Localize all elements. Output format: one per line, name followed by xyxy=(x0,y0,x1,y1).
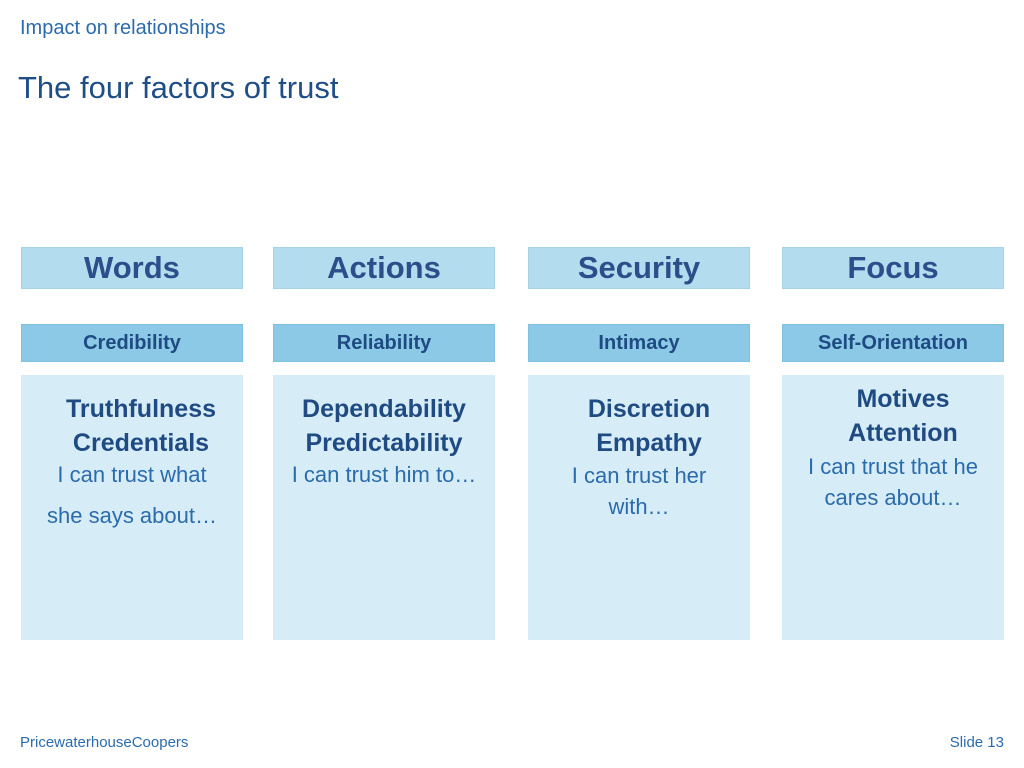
factor-label-intimacy: Intimacy xyxy=(528,324,750,362)
statement-line: I can trust her xyxy=(571,463,707,488)
column-body-security: Discretion Empathy I can trust her with… xyxy=(528,375,750,640)
qualities-list: Truthfulness Credentials xyxy=(30,392,252,460)
category-header-security: Security xyxy=(528,247,750,289)
column-body-words: Truthfulness Credentials I can trust wha… xyxy=(21,375,243,640)
trust-statement: I can trust that he cares about… xyxy=(782,451,1004,513)
statement-line: I can trust what xyxy=(57,462,207,487)
quality-item: Attention xyxy=(848,419,958,447)
category-header-words: Words xyxy=(21,247,243,289)
category-header-focus: Focus xyxy=(782,247,1004,289)
trust-statement: I can trust what she says about… xyxy=(21,460,243,536)
quality-item: Credentials xyxy=(72,429,210,457)
statement-line: with… xyxy=(608,494,670,519)
factor-label-self-orientation: Self-Orientation xyxy=(782,324,1004,362)
quality-item: Motives xyxy=(856,385,950,413)
statement-line: she says about… xyxy=(47,503,217,528)
factor-label-reliability: Reliability xyxy=(273,324,495,362)
quality-item: Dependability xyxy=(302,395,466,423)
category-header-actions: Actions xyxy=(273,247,495,289)
qualities-list: Dependability Predictability xyxy=(273,392,495,460)
qualities-list: Discretion Empathy xyxy=(538,392,760,460)
qualities-list: Motives Attention xyxy=(792,382,1014,450)
quality-item: Predictability xyxy=(305,429,463,457)
slide-title: The four factors of trust xyxy=(18,70,339,105)
trust-statement: I can trust him to… xyxy=(273,460,495,490)
quality-item: Truthfulness xyxy=(65,395,216,423)
column-body-focus: Motives Attention I can trust that he ca… xyxy=(782,375,1004,640)
slide-number: Slide 13 xyxy=(949,734,1004,751)
company-name: PricewaterhouseCoopers xyxy=(20,734,189,751)
factor-label-credibility: Credibility xyxy=(21,324,243,362)
statement-line: I can trust that he xyxy=(808,454,978,479)
section-label: Impact on relationships xyxy=(20,17,226,39)
statement-line: I can trust him to… xyxy=(291,462,477,487)
quality-item: Empathy xyxy=(596,429,702,457)
trust-statement: I can trust her with… xyxy=(528,460,750,522)
statement-line: cares about… xyxy=(824,485,962,510)
column-body-actions: Dependability Predictability I can trust… xyxy=(273,375,495,640)
quality-item: Discretion xyxy=(587,395,711,423)
